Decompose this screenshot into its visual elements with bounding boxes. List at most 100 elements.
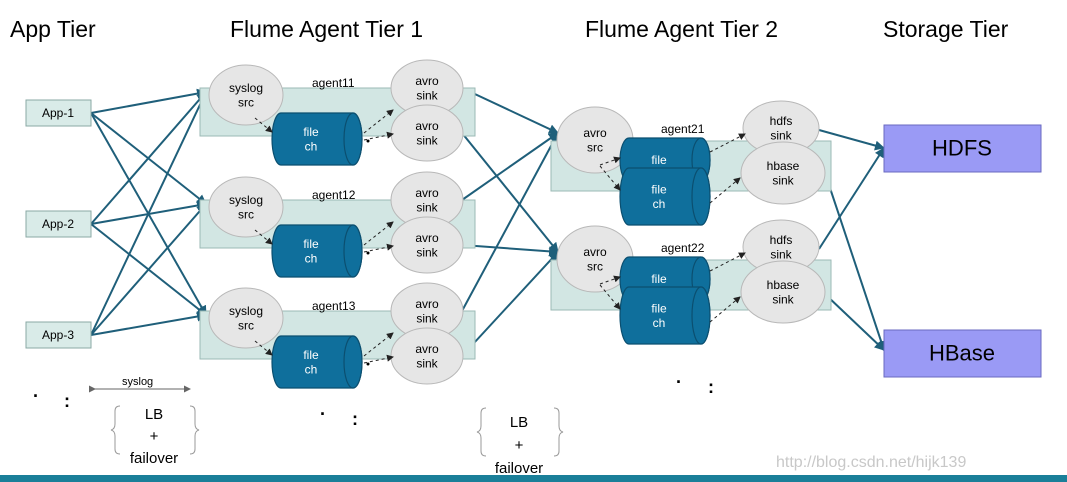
avro-sink-label: sink [416, 311, 438, 325]
avro-source-label: avro [583, 126, 607, 140]
storage-label: HBase [929, 341, 995, 366]
hbase-sink-label: sink [772, 173, 794, 187]
flow-arrow [818, 147, 885, 250]
internal-flow-arrow [254, 340, 273, 356]
tier-header-storage: Storage Tier [883, 16, 1009, 42]
file-channel-cap [691, 286, 711, 345]
agent-name: agent13 [312, 299, 356, 313]
app-box [25, 99, 92, 127]
internal-flow-arrow [599, 284, 621, 310]
avro-sink-label: sink [416, 88, 438, 102]
internal-flow-arrow [709, 296, 741, 323]
app-label: App-2 [42, 217, 74, 231]
internal-flow-arrow [709, 133, 746, 153]
agent-name: agent22 [661, 241, 705, 255]
flow-arrow [825, 294, 885, 351]
lb-label: LB [145, 406, 163, 423]
left-brace [476, 407, 487, 457]
syslog-label: syslog [122, 376, 153, 388]
file-channel-label: file [651, 153, 667, 167]
avro-source-label: src [587, 259, 603, 273]
dot [366, 139, 370, 143]
file-channel-label: ch [305, 139, 318, 153]
app-label: App-1 [42, 106, 74, 120]
plus-label: + [150, 428, 159, 445]
right-brace [189, 405, 200, 455]
flow-arrow [90, 203, 207, 336]
dot [366, 251, 370, 255]
tier-header-agent2: Flume Agent Tier 2 [585, 16, 778, 42]
lb-failover-group: LB + failover [476, 407, 564, 477]
hdfs-sink-label: hdfs [770, 114, 793, 128]
avro-sink-label: sink [416, 356, 438, 370]
file-channel-label: file [651, 302, 667, 316]
flow-arrow [461, 244, 559, 257]
watermark: http://blog.csdn.net/hijk139 [776, 454, 966, 471]
file-channel-label: ch [305, 362, 318, 376]
ellipsis-colon: : [708, 377, 714, 397]
avro-sink-label: avro [415, 186, 439, 200]
diagram-nodes: App-1App-2App-3agent11syslogsrcfilechavr… [25, 59, 1042, 389]
syslog-source-label: src [238, 95, 254, 109]
syslog-source-label: syslog [229, 81, 263, 95]
internal-flow-arrow [363, 332, 394, 357]
app-box [25, 321, 92, 349]
hbase-sink-label: sink [772, 292, 794, 306]
flow-arrow [461, 132, 559, 312]
avro-sink-label: avro [415, 74, 439, 88]
file-channel-label: file [651, 183, 667, 197]
hdfs-sink-label: sink [770, 247, 792, 261]
hdfs-sink-label: sink [770, 128, 792, 142]
file-channel-label: file [303, 348, 319, 362]
plus-label: + [515, 437, 524, 454]
avro-sink-label: sink [416, 200, 438, 214]
lb-label: LB [510, 414, 528, 431]
syslog-source [208, 64, 284, 126]
bottom-bar [0, 475, 1067, 482]
internal-flow-arrow [363, 243, 394, 253]
avro-sink-label: avro [415, 297, 439, 311]
flow-arrow [461, 132, 559, 253]
avro-sink-label: avro [415, 119, 439, 133]
internal-flow-arrow [254, 117, 273, 133]
dot [366, 362, 370, 366]
flow-arrow [90, 88, 207, 114]
file-channel-cap [343, 335, 363, 389]
file-channel-label: ch [653, 316, 666, 330]
avro-sink-label: sink [416, 133, 438, 147]
internal-flow-arrow [709, 252, 746, 272]
agent-name: agent12 [312, 188, 356, 202]
tier-header-agent1: Flume Agent Tier 1 [230, 16, 423, 42]
flow-arrow [461, 251, 559, 357]
syslog-source-label: src [238, 318, 254, 332]
hbase-sink-label: hbase [767, 278, 800, 292]
syslog-source-label: syslog [229, 304, 263, 318]
file-channel-label: file [651, 272, 667, 286]
hbase-sink-label: hbase [767, 159, 800, 173]
storage-box [883, 124, 1042, 173]
flow-arrow [461, 87, 559, 134]
avro-source-label: src [587, 140, 603, 154]
storage-label: HDFS [932, 136, 992, 161]
internal-flow-arrow [363, 221, 394, 246]
failover-label: failover [495, 460, 543, 477]
flow-arrow [90, 311, 207, 336]
syslog-source [208, 176, 284, 238]
connection-arrows [90, 87, 886, 357]
internal-flow-arrow [599, 165, 621, 191]
avro-source-label: avro [583, 245, 607, 259]
agent-name: agent11 [312, 76, 355, 90]
flow-arrow [825, 175, 886, 351]
lb-failover-group: LB + failover [110, 405, 200, 467]
hbase-sink [740, 260, 826, 324]
hdfs-sink-label: hdfs [770, 233, 793, 247]
file-channel-label: file [303, 125, 319, 139]
flow-arrow [90, 91, 207, 336]
right-brace [553, 407, 564, 457]
file-channel-label: file [303, 237, 319, 251]
syslog-source [208, 287, 284, 349]
internal-flow-arrow [254, 229, 273, 245]
file-channel-cap [691, 167, 711, 226]
flow-arrow [461, 132, 559, 201]
